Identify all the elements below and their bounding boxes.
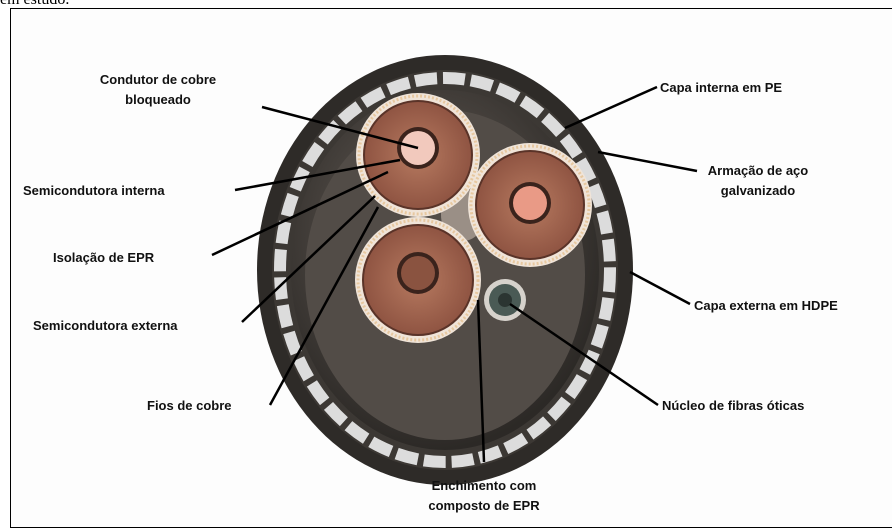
conductor-phase-2	[468, 143, 592, 267]
leader-capa-interna	[565, 87, 657, 128]
label-semicondutora-externa: Semicondutora externa	[33, 318, 178, 333]
label-fios-de-cobre: Fios de cobre	[147, 398, 232, 413]
label-isolacao-epr: Isolação de EPR	[53, 250, 155, 265]
label-capa-externa: Capa externa em HDPE	[694, 298, 838, 313]
label-condutor-line1: Condutor de cobre	[100, 72, 216, 87]
label-capa-interna: Capa interna em PE	[660, 80, 782, 95]
optical-fiber-core	[484, 279, 526, 321]
label-nucleo-fibras: Núcleo de fibras óticas	[662, 398, 804, 413]
conductor-phase-3	[355, 217, 481, 343]
label-semicondutora-interna: Semicondutora interna	[23, 183, 165, 198]
label-armacao-line2: galvanizado	[721, 183, 795, 198]
leader-capa-externa	[630, 272, 690, 304]
label-enchimento-line2: composto de EPR	[428, 498, 540, 513]
label-armacao-line1: Armação de aço	[708, 163, 808, 178]
label-condutor-line2: bloqueado	[125, 92, 191, 107]
label-enchimento-line1: Enchimento com	[432, 478, 537, 493]
conductor-phase-1	[356, 93, 480, 217]
leader-armacao	[598, 152, 697, 171]
